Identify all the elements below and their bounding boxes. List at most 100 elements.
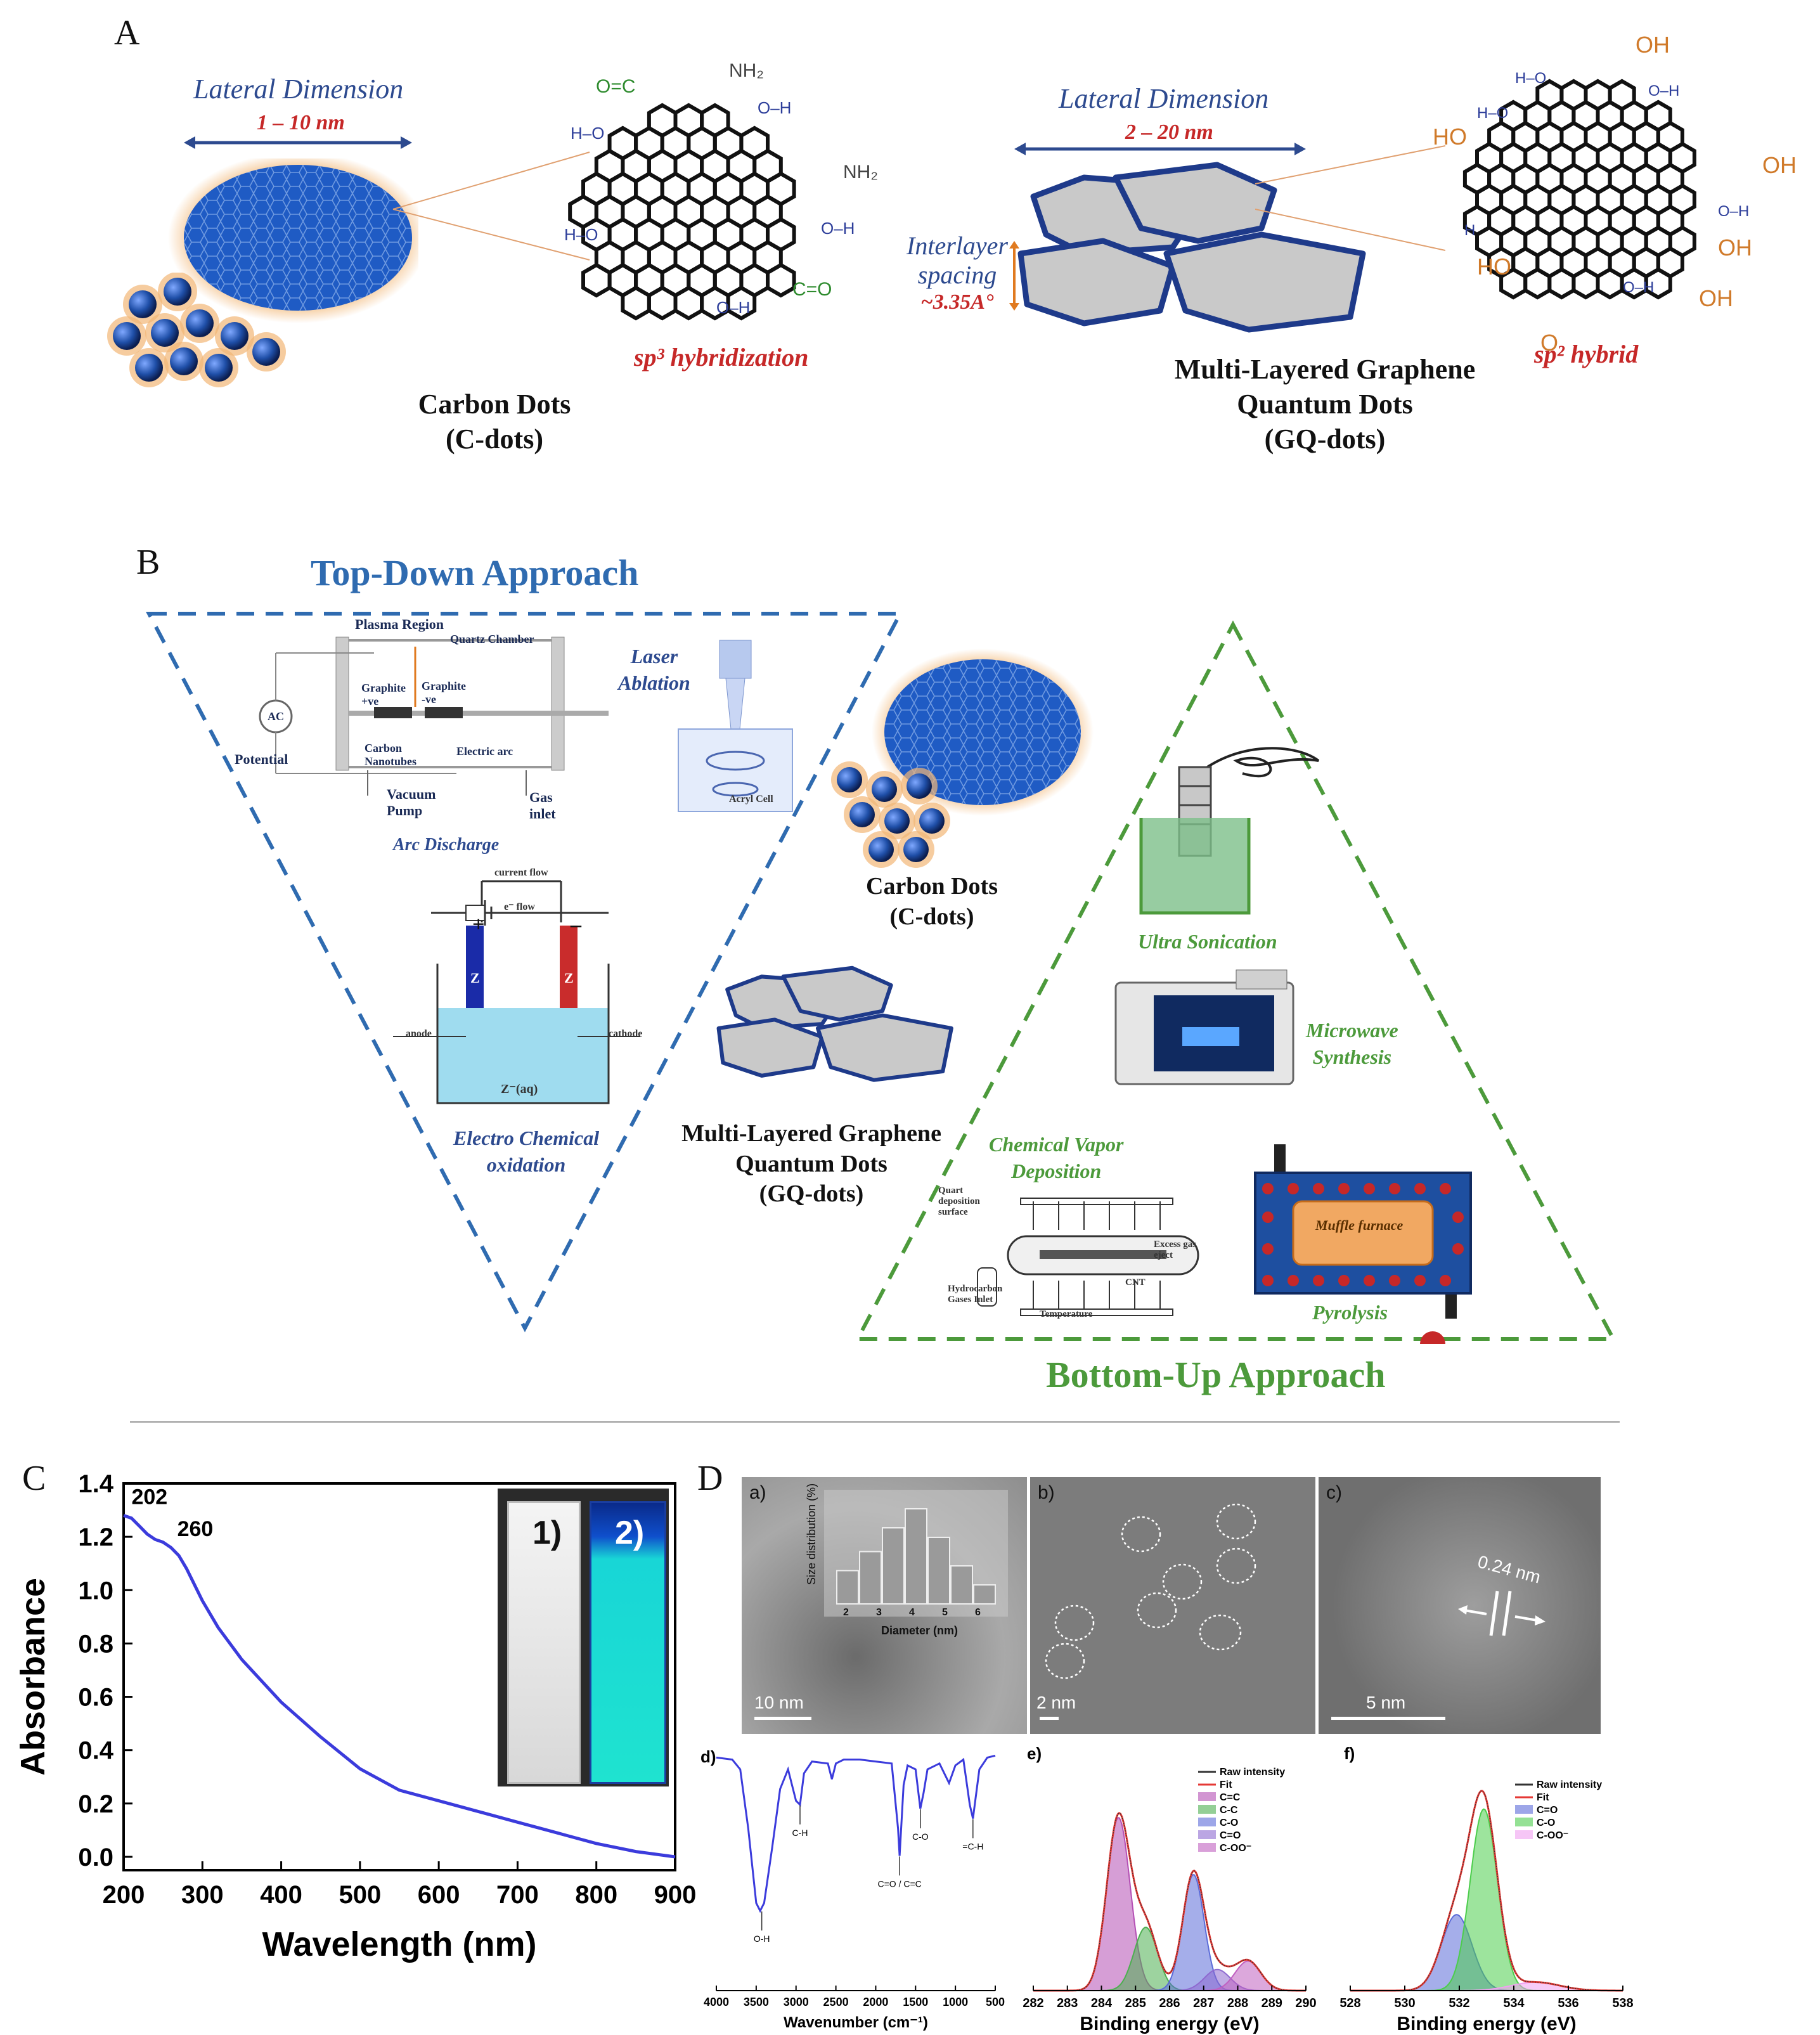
tem-b-scalebar	[1040, 1717, 1059, 1720]
electrochemical-cell	[393, 880, 640, 1104]
b-gqdots-line2: Quantum Dots	[735, 1150, 887, 1177]
gq-group-12: OH	[1718, 235, 1752, 261]
gq-group-13: O	[1540, 330, 1559, 356]
xps-legend-swatch	[1515, 1830, 1533, 1839]
electro-caption-line2: oxidation	[486, 1153, 566, 1176]
ftir-x-axis-label: Wavenumber (cm⁻¹)	[784, 2014, 928, 2031]
b-gqdots-name: Multi-Layered Graphene Quantum Dots (GQ-…	[659, 1119, 964, 1210]
cuvette-2	[590, 1501, 666, 1784]
cvd-quart-label: Quart deposition surface	[938, 1185, 980, 1217]
cdots-group-nh2-right: NH₂	[843, 162, 878, 183]
xps-legend-label: C=C	[1220, 1792, 1241, 1803]
cvd-cnt-label: CNT	[1125, 1277, 1146, 1288]
histogram-tick: 3	[876, 1607, 882, 1617]
cdots-lateral-title: Lateral Dimension	[193, 74, 404, 105]
cdots-lattice-structure	[568, 103, 796, 321]
xps-x-tick-label: 286	[1159, 1996, 1180, 2010]
dot	[252, 338, 280, 366]
xps-x-tick-label: 534	[1503, 1996, 1525, 2010]
gqdots-lateral-arrow	[1014, 143, 1306, 155]
xps-legend-label: C-OO⁻	[1220, 1843, 1251, 1854]
arc-nanotubes-label: Carbon Nanotubes	[365, 742, 417, 768]
histogram-bar	[859, 1551, 882, 1605]
graphene-flake	[1017, 238, 1176, 326]
small-dot-cluster	[107, 273, 286, 387]
cdots-small-dots	[107, 273, 286, 387]
xps-fit-line	[1033, 1811, 1306, 1992]
hex-ring	[766, 262, 796, 298]
dot	[135, 354, 163, 382]
xps-legend-label: C-OO⁻	[1537, 1830, 1568, 1841]
dot	[151, 319, 179, 347]
microwave-line1: Microwave	[1306, 1019, 1398, 1042]
electro-anode: anode	[406, 1028, 432, 1039]
uv-x-tick-label: 500	[339, 1881, 381, 1909]
hex-ring	[726, 285, 757, 321]
histogram-bar	[882, 1527, 905, 1605]
laser-ablation-apparatus	[678, 640, 793, 812]
ftir-x-tick-label: 2000	[863, 1996, 888, 2008]
arc-electric-label: Electric arc	[456, 745, 513, 758]
cdots-group-oh-2: O–H	[821, 219, 855, 238]
histogram-bar	[973, 1584, 996, 1605]
ftir-x-tick-label: 3500	[744, 1996, 769, 2008]
xps-legend-label: Raw intensity	[1537, 1780, 1602, 1790]
ftir-annotation: C-O	[912, 1832, 929, 1842]
gqdots-name: Multi-Layered Graphene Quantum Dots (GQ-…	[1128, 352, 1521, 456]
uv-x-tick-label: 800	[575, 1881, 617, 1909]
hex-lattice	[1462, 79, 1696, 300]
cdots-group-oh-1: O–H	[758, 98, 792, 117]
xps-legend-swatch	[1198, 1843, 1216, 1852]
uv-peak-annotation: 202	[131, 1485, 167, 1509]
xps-x-tick-label: 530	[1394, 1996, 1415, 2010]
uv-y-tick-label: 0.8	[78, 1630, 113, 1658]
graphene-flake	[1113, 162, 1277, 244]
uv-x-tick-label: 900	[654, 1881, 697, 1909]
dot	[221, 322, 248, 350]
uv-x-tick-label: 200	[103, 1881, 145, 1909]
gqdots-zoom-lines	[1255, 145, 1445, 251]
dot	[849, 802, 875, 827]
gqdots-lateral-value: 2 – 20 nm	[1125, 120, 1213, 144]
tem-a-scale: 10 nm	[754, 1693, 804, 1712]
laser-caption-line2: Ablation	[618, 671, 690, 694]
xps-component-peak	[1033, 1817, 1306, 1991]
microwave-caption: Microwave Synthesis	[1306, 1018, 1398, 1070]
dot	[170, 347, 198, 375]
laser-caption-line1: Laser	[630, 645, 678, 668]
histogram-tick: 6	[975, 1607, 981, 1617]
graphene-flake	[716, 1018, 824, 1078]
uv-x-tick-label: 700	[496, 1881, 539, 1909]
xps-legend-label: C=O	[1220, 1830, 1241, 1841]
tem-b-label: b)	[1038, 1482, 1055, 1503]
xps-legend-swatch	[1198, 1818, 1216, 1826]
cdots-name-line2: (C-dots)	[446, 423, 543, 455]
dot	[903, 837, 929, 862]
gqdots-stack-illustration	[1017, 162, 1366, 333]
electro-plus: +	[472, 913, 485, 936]
ftir-series-line	[716, 1754, 996, 1913]
cvd-hydrocarbon-label: Hydrocarbon Gases Inlet	[948, 1284, 1003, 1305]
electro-electrolyte: Z⁻(aq)	[501, 1082, 538, 1096]
gq-group-10: HO	[1477, 254, 1511, 280]
microwave-apparatus	[1114, 969, 1294, 1085]
gq-group-7: OH	[1636, 32, 1670, 58]
cdots-particle-illustration	[168, 158, 418, 323]
cdots-name-line1: Carbon Dots	[418, 389, 571, 420]
graphene-flake	[1163, 231, 1366, 333]
xps-x-tick-label: 290	[1295, 1996, 1316, 2010]
dot	[113, 322, 141, 350]
gq-group-2: O–H	[1648, 82, 1680, 100]
histogram-tick: 2	[843, 1607, 849, 1617]
xps-legend-swatch	[1515, 1805, 1533, 1814]
gq-group-3: O–H	[1718, 203, 1750, 220]
xps-x-tick-label: 285	[1125, 1996, 1146, 2010]
arc-discharge-apparatus	[259, 636, 609, 796]
electro-cathode: cathode	[609, 1028, 643, 1039]
histogram-tick: 5	[942, 1607, 948, 1617]
electro-minus: –	[571, 913, 581, 936]
